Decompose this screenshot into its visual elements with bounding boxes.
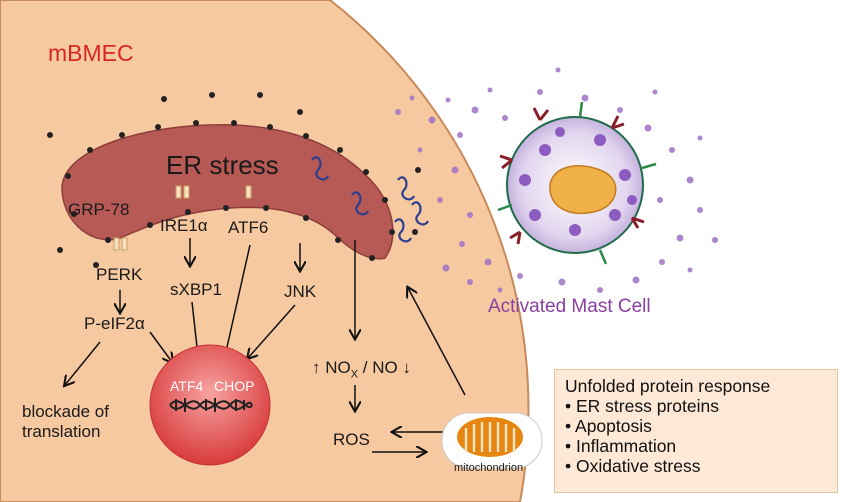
upr-item: • ER stress proteins <box>565 396 719 416</box>
ros-label: ROS <box>333 430 370 449</box>
nucleus <box>149 344 271 466</box>
upr-item: • Oxidative stress <box>565 456 701 476</box>
peif2a-label: P-eIF2α <box>84 314 145 333</box>
upr-box: Unfolded protein response • ER stress pr… <box>554 369 838 493</box>
mast-cell <box>497 101 657 265</box>
er-membrane <box>61 124 394 260</box>
up-arrow-icon: ↑ <box>312 358 321 377</box>
upr-title: Unfolded protein response <box>565 376 771 396</box>
pathway-arrows <box>65 238 466 452</box>
er-stress-label: ER stress <box>166 150 279 180</box>
ire1a-label: IRE1α <box>160 216 208 235</box>
er-ribosome-dots <box>47 92 421 268</box>
down-arrow-icon: ↓ <box>402 358 411 377</box>
upr-item: • Inflammation <box>565 436 677 456</box>
dna-helix-icon <box>169 398 253 412</box>
blockade-label: blockade of <box>22 402 109 421</box>
no-text: / NO <box>358 358 398 377</box>
jnk-label: JNK <box>284 282 317 301</box>
mast-cell-nucleus <box>549 165 617 215</box>
mast-cell-label: Activated Mast Cell <box>488 296 651 317</box>
atf6-label: ATF6 <box>228 218 269 237</box>
translation-label: translation <box>22 422 101 441</box>
mitochondrion-label: mitochondrion <box>454 462 524 474</box>
receptor-channels <box>113 185 252 251</box>
nox-no-label: ↑ NOX / NO ↓ <box>312 358 411 380</box>
perk-label: PERK <box>96 265 143 284</box>
grp78-label: GRP-78 <box>68 200 130 219</box>
unfolded-protein-icons <box>311 156 429 243</box>
cell-name-label: mBMEC <box>48 40 134 66</box>
sxbp1-label: sXBP1 <box>170 280 222 299</box>
atf4-label: ATF4 <box>170 378 204 394</box>
mitochondrion-icon <box>441 412 543 469</box>
nox-text: NO <box>325 358 351 377</box>
mast-cell-granules <box>395 67 718 293</box>
ige-receptor-icons <box>499 107 645 245</box>
nox-subscript: X <box>350 368 359 381</box>
upr-item: • Apoptosis <box>565 416 652 436</box>
chop-label: CHOP <box>214 378 255 394</box>
